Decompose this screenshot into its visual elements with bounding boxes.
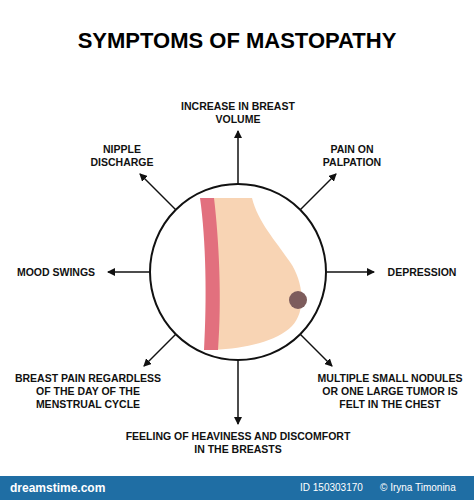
symptom-label: FEELING OF HEAVINESS AND DISCOMFORT IN T…: [123, 430, 353, 456]
nipple: [289, 291, 307, 309]
watermark-bar: [0, 476, 474, 500]
frame-circle: [150, 184, 326, 360]
chest-muscle: [200, 198, 220, 350]
title: SYMPTOMS OF MASTOPATHY: [7, 28, 467, 54]
symptom-label: MOOD SWINGS: [6, 266, 106, 279]
symptom-label: MULTIPLE SMALL NODULES OR ONE LARGE TUMO…: [311, 372, 469, 411]
watermark-text: dreamstime.com: [10, 482, 130, 494]
symptom-label: PAIN ON PALPATION: [307, 143, 397, 169]
symptom-label: BREAST PAIN REGARDLESS OF THE DAY OF THE…: [10, 372, 166, 411]
breast-skin: [212, 198, 302, 350]
symptom-label: INCREASE IN BREAST VOLUME: [173, 100, 303, 126]
symptom-label: NIPPLE DISCHARGE: [77, 143, 167, 169]
watermark-text: ID 150303170: [300, 482, 380, 494]
watermark-text: © Iryna Timonina: [380, 482, 470, 494]
symptom-label: DEPRESSION: [377, 266, 467, 279]
